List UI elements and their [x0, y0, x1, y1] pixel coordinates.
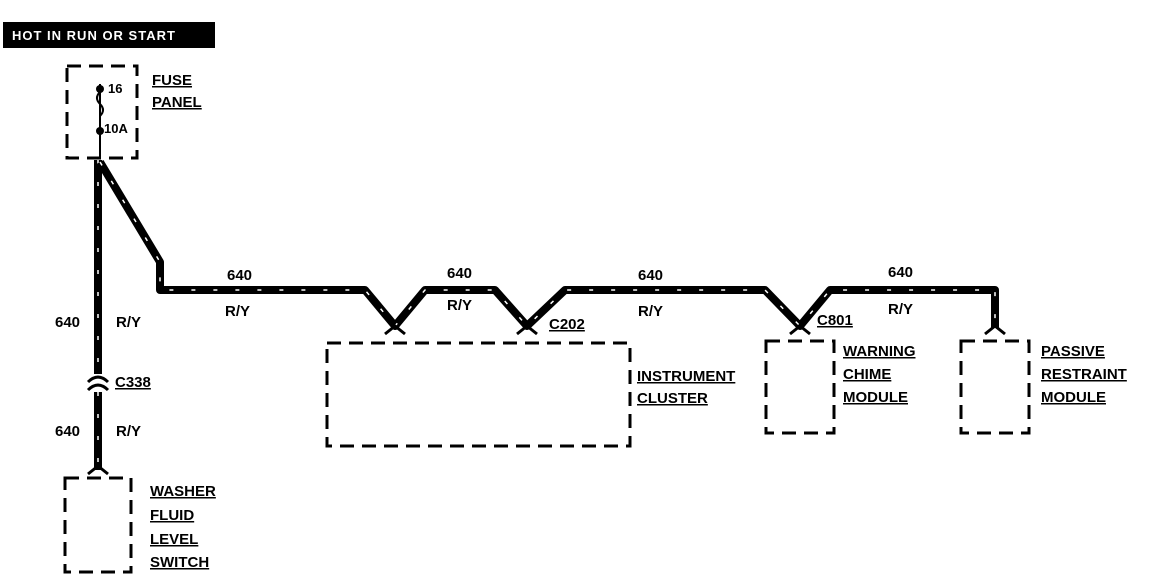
washer-switch-box: [63, 476, 133, 574]
washer-pin-icon: [87, 464, 109, 476]
c338-label: C338: [115, 374, 151, 391]
restraint-label-2: RESTRAINT: [1041, 366, 1127, 383]
chime-module-box: [764, 339, 836, 435]
wire-label-circuit: 640: [888, 264, 913, 281]
fuse-terminal-bottom: [96, 127, 104, 135]
power-label-bg: [3, 22, 215, 48]
fuse-terminal-top: [96, 85, 104, 93]
power-label: HOT IN RUN OR START: [12, 28, 176, 43]
instrument-cluster-box: [325, 341, 632, 448]
restraint-label-3: MODULE: [1041, 389, 1106, 406]
wire-label-circuit: 640: [638, 267, 663, 284]
fuse-panel-box: [65, 64, 139, 160]
cluster-pin-2-icon: [516, 324, 538, 336]
wire-label-color: R/Y: [888, 301, 913, 318]
chime-label-1: WARNING: [843, 343, 916, 360]
chime-label-2: CHIME: [843, 366, 891, 383]
fuse-number: 16: [108, 81, 122, 96]
washer-label-4: SWITCH: [150, 554, 209, 571]
cluster-label-2: CLUSTER: [637, 390, 708, 407]
restraint-pin-icon: [984, 324, 1006, 336]
restraint-module-box: [959, 339, 1031, 435]
c202-label: C202: [549, 316, 585, 333]
wire-label-circuit: 640: [55, 314, 80, 331]
restraint-label-1: PASSIVE: [1041, 343, 1105, 360]
wire-label-color: R/Y: [638, 303, 663, 320]
wire-label-color: R/Y: [116, 423, 141, 440]
cluster-label-1: INSTRUMENT: [637, 368, 735, 385]
wire-label-circuit: 640: [55, 423, 80, 440]
chime-pin-icon: [789, 324, 811, 336]
c338-connector-icon: [86, 375, 110, 384]
fuse-icon: [96, 91, 104, 117]
wire-label-circuit: 640: [227, 267, 252, 284]
wire-label-color: R/Y: [225, 303, 250, 320]
c801-label: C801: [817, 312, 853, 329]
fuse-panel-label-1: FUSE: [152, 72, 192, 89]
fuse-rating: 10A: [104, 121, 128, 136]
chime-label-3: MODULE: [843, 389, 908, 406]
washer-label-2: FLUID: [150, 507, 194, 524]
fuse-panel-label-2: PANEL: [152, 94, 202, 111]
wire-harness: [94, 159, 999, 470]
wire-label-circuit: 640: [447, 265, 472, 282]
washer-label-3: LEVEL: [150, 531, 198, 548]
wire-label-color: R/Y: [116, 314, 141, 331]
washer-label-1: WASHER: [150, 483, 216, 500]
cluster-pin-1-icon: [384, 324, 406, 336]
wire-label-color: R/Y: [447, 297, 472, 314]
